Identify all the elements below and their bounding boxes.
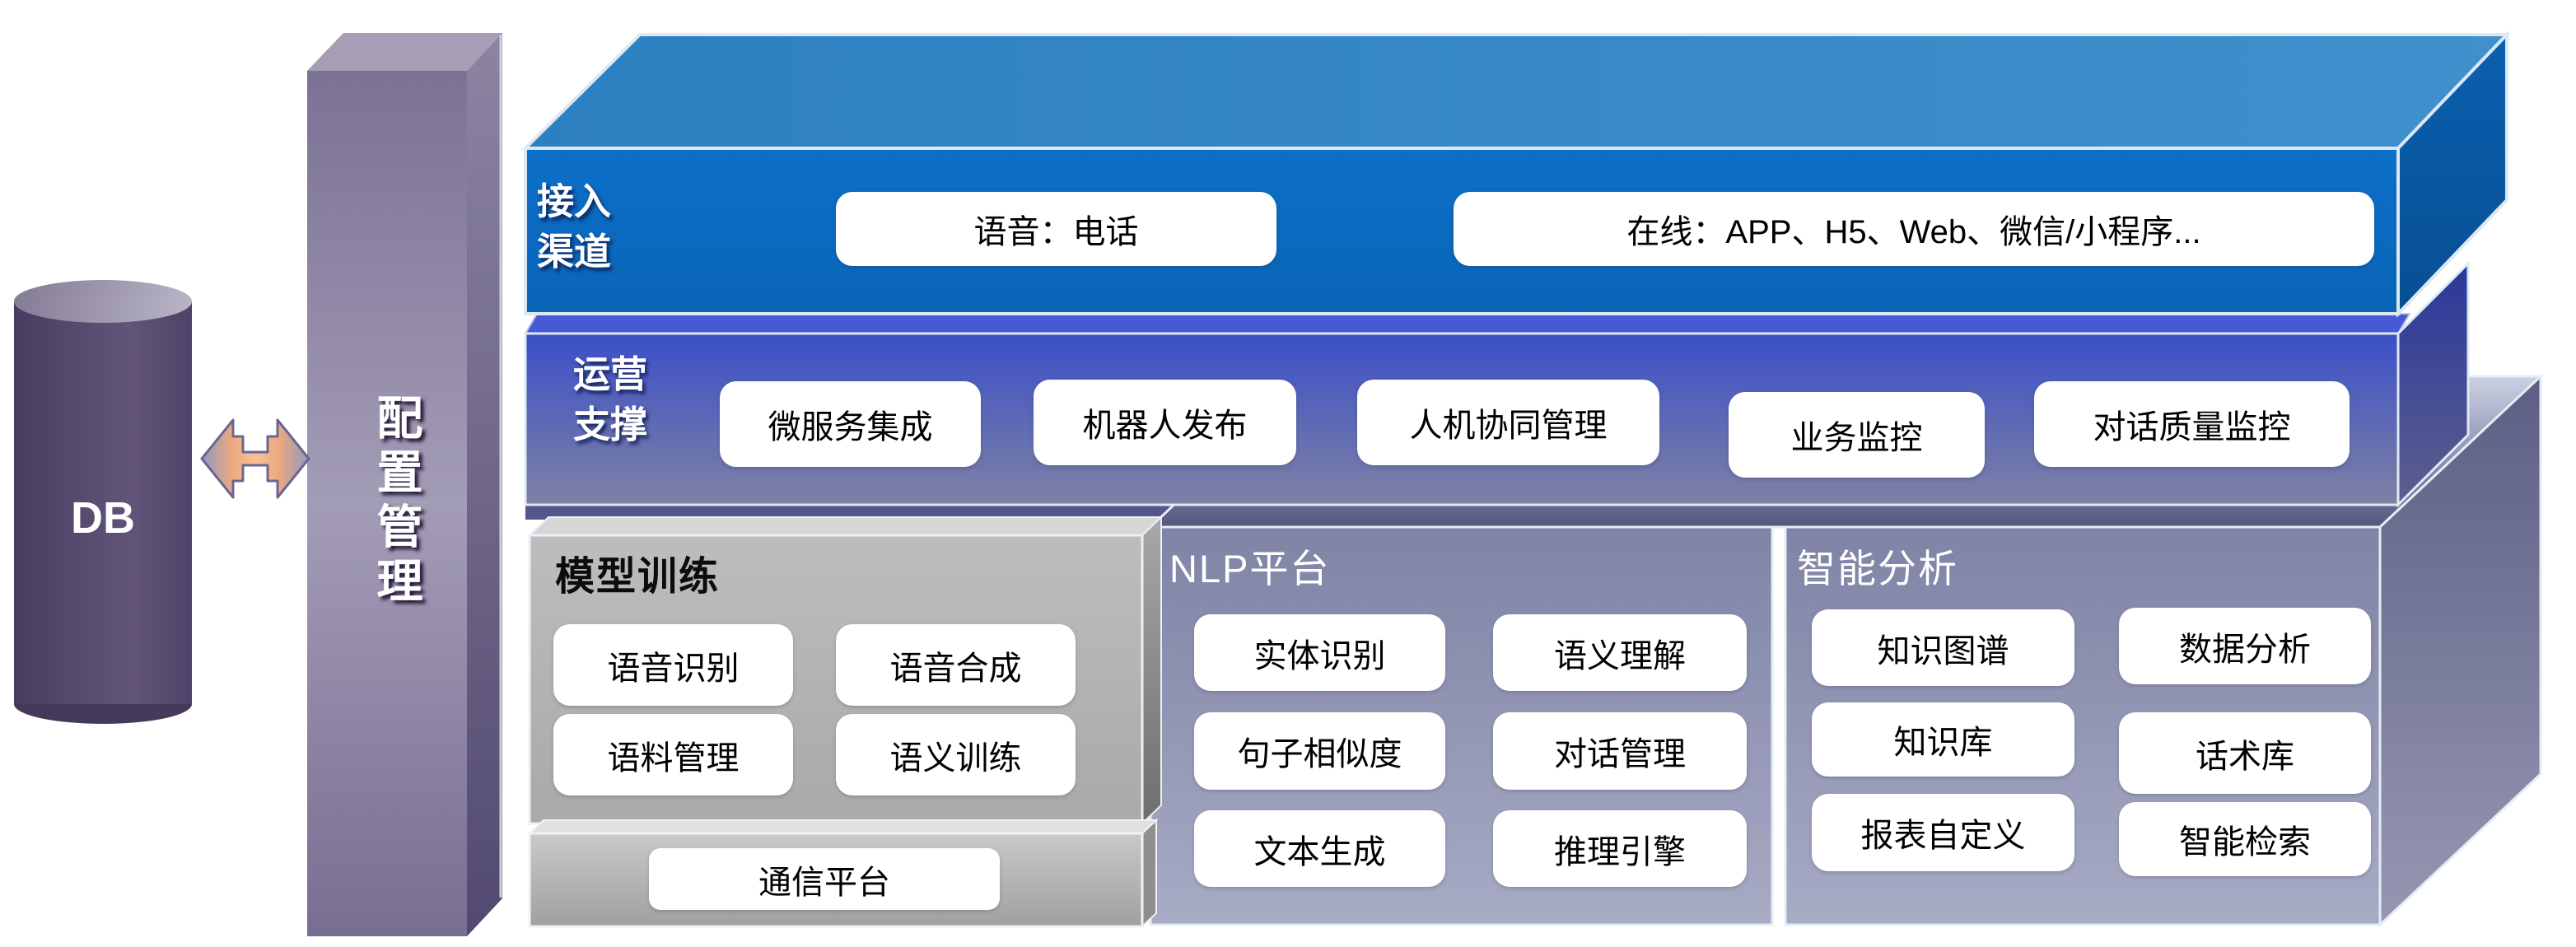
config-management-label: 配置管理 bbox=[371, 394, 422, 611]
ops-robot-publish: 机器人发布 bbox=[1034, 380, 1296, 465]
nlp-platform-title: NLP平台 bbox=[1169, 547, 1331, 590]
nlp-semantic-understanding: 语义理解 bbox=[1493, 614, 1747, 691]
nlp-text-generation: 文本生成 bbox=[1194, 810, 1445, 887]
db-sync-double-arrow-icon bbox=[200, 418, 310, 499]
db-label: DB bbox=[71, 493, 135, 543]
mt-speech-recognition: 语音识别 bbox=[553, 624, 793, 706]
nlp-inference-engine: 推理引擎 bbox=[1493, 810, 1747, 887]
ops-label-line1: 运营 bbox=[573, 353, 648, 395]
config-bar-side-face bbox=[467, 33, 502, 936]
model-box-top-face bbox=[527, 516, 1164, 536]
model-box-side-face bbox=[1141, 515, 1162, 826]
ops-human-machine-collab: 人机协同管理 bbox=[1357, 380, 1659, 465]
ops-business-monitoring: 业务监控 bbox=[1729, 392, 1985, 478]
model-training-title: 模型训练 bbox=[555, 555, 721, 599]
db-cylinder-top bbox=[14, 280, 192, 323]
config-bar-top-face bbox=[307, 33, 502, 71]
ana-script-library: 话术库 bbox=[2119, 712, 2371, 794]
channel-online-apps: 在线：APP、H5、Web、微信/小程序... bbox=[1454, 192, 2374, 266]
nlp-entity-recognition: 实体识别 bbox=[1194, 614, 1445, 691]
access-label-line1: 接入 bbox=[537, 180, 612, 222]
comm-bar-side-face bbox=[1141, 818, 1157, 929]
access-label-line2: 渠道 bbox=[537, 231, 612, 273]
db-cylinder-body bbox=[14, 301, 192, 704]
analysis-title: 智能分析 bbox=[1797, 547, 1958, 590]
channel-voice-phone: 语音：电话 bbox=[836, 192, 1276, 266]
ops-layer-label: 运营 支撑 bbox=[573, 349, 656, 450]
ana-data-analysis: 数据分析 bbox=[2119, 608, 2371, 684]
mt-semantic-training: 语义训练 bbox=[836, 714, 1076, 795]
mt-speech-synthesis: 语音合成 bbox=[836, 624, 1076, 706]
ana-custom-reports: 报表自定义 bbox=[1812, 794, 2074, 871]
ana-knowledge-graph: 知识图谱 bbox=[1812, 609, 2074, 686]
nlp-dialog-management: 对话管理 bbox=[1493, 712, 1747, 790]
access-layer-top-face bbox=[521, 33, 2511, 150]
ana-intelligent-search: 智能检索 bbox=[2119, 802, 2371, 876]
ops-label-line2: 支撑 bbox=[573, 404, 648, 446]
ops-layer-top-face bbox=[524, 313, 2411, 334]
communication-platform: 通信平台 bbox=[649, 848, 1000, 910]
ops-dialog-quality-monitoring: 对话质量监控 bbox=[2034, 381, 2350, 467]
access-layer-label: 接入 渠道 bbox=[537, 176, 628, 277]
mt-corpus-management: 语料管理 bbox=[553, 714, 793, 795]
ana-knowledge-base: 知识库 bbox=[1812, 702, 2074, 777]
ops-microservice-integration: 微服务集成 bbox=[720, 381, 981, 467]
comm-bar-top-face bbox=[527, 819, 1159, 834]
config-bar-face bbox=[307, 71, 467, 936]
nlp-sentence-similarity: 句子相似度 bbox=[1194, 712, 1445, 790]
